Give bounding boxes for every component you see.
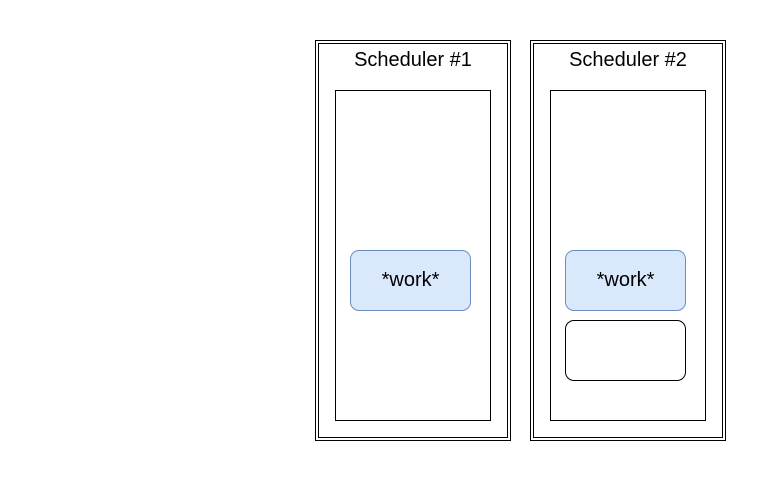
scheduler-2-empty-task [565, 320, 686, 381]
scheduler-2-inner-border [533, 43, 723, 438]
scheduler-2-queue: *work* [550, 90, 706, 421]
scheduler-2-box: Scheduler #2 *work* [530, 40, 726, 441]
scheduler-2-title: Scheduler #2 [569, 49, 687, 71]
scheduler-1-title: Scheduler #1 [354, 49, 472, 71]
scheduler-1-work-task: *work* [350, 250, 471, 311]
scheduler-1-work-task-label: *work* [381, 269, 440, 291]
scheduler-1-box: Scheduler #1 *work* [315, 40, 511, 441]
scheduler-2-work-task-label: *work* [596, 269, 655, 291]
scheduler-2-work-task: *work* [565, 250, 686, 311]
scheduler-1-inner-border [318, 43, 508, 438]
scheduler-1-queue: *work* [335, 90, 491, 421]
